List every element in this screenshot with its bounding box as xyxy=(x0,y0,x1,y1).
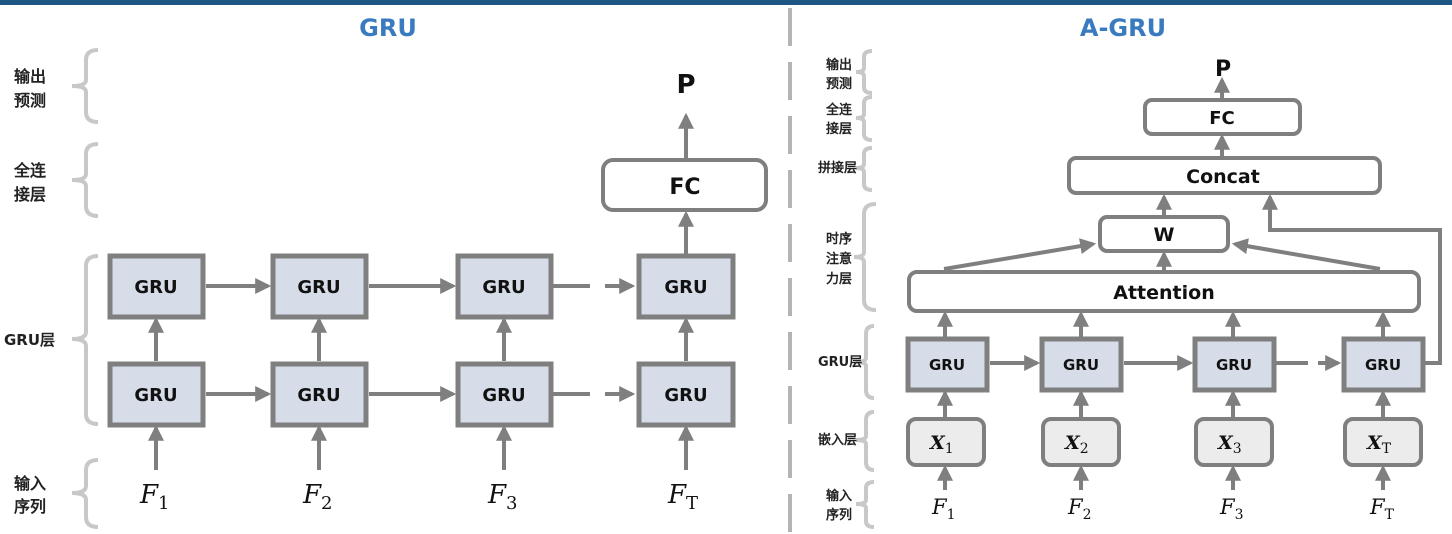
input-symbol: F2 xyxy=(302,480,333,514)
svg-text:X1: X1 xyxy=(929,432,954,457)
svg-text:GRU: GRU xyxy=(664,385,707,406)
layer-label-attention: 时序注意力层 xyxy=(826,231,852,287)
brace-gru xyxy=(855,324,875,400)
layer-label-output: 输出预测 xyxy=(826,57,852,92)
output-p: P xyxy=(676,70,695,100)
input-symbol: F3 xyxy=(487,480,518,514)
brace-input xyxy=(71,458,99,529)
layer-label-embed: 嵌入层 xyxy=(818,432,857,448)
input-symbol: F3 xyxy=(1219,495,1244,523)
layer-label-gru: GRU层 xyxy=(4,331,55,349)
svg-text:FC: FC xyxy=(669,175,700,200)
brace-concat xyxy=(855,146,873,192)
svg-text:FC: FC xyxy=(1209,108,1235,129)
embedding-cell: X2 xyxy=(1041,417,1121,467)
output-p: P xyxy=(1215,57,1231,82)
brace-output xyxy=(71,48,99,124)
layer-label-fc: 全连接层 xyxy=(825,102,853,137)
a-gru-panel: A-GRU 输出预测 全连接层 拼接层 时序注意力层 GRU层 嵌入层 输入序列 xyxy=(818,14,1442,529)
gru-cell: GRU xyxy=(905,336,990,393)
gru-cell: GRU xyxy=(270,361,369,428)
gru-panel-title: GRU xyxy=(359,14,417,42)
input-symbol: F1 xyxy=(931,495,956,523)
brace-fc xyxy=(71,142,99,218)
brace-fc xyxy=(855,95,873,142)
svg-text:GRU: GRU xyxy=(929,356,965,374)
attention-block: Attention xyxy=(907,270,1421,313)
gru-cell: GRU xyxy=(636,253,736,320)
top-bar xyxy=(0,0,1452,5)
brace-input xyxy=(855,480,875,529)
a-gru-panel-edges xyxy=(937,76,1442,490)
gru-cell: GRU xyxy=(455,253,554,320)
svg-text:GRU: GRU xyxy=(1063,356,1099,374)
brace-embed xyxy=(855,410,875,472)
svg-text:XT: XT xyxy=(1366,432,1392,457)
embedding-cell: X1 xyxy=(906,417,986,467)
gru-cell: GRU xyxy=(1192,336,1277,393)
layer-label-input: 输入序列 xyxy=(826,488,852,523)
svg-text:GRU: GRU xyxy=(482,385,525,406)
svg-text:GRU: GRU xyxy=(664,277,707,298)
layer-label-input: 输入序列 xyxy=(14,474,46,516)
svg-text:X3: X3 xyxy=(1217,432,1242,457)
embedding-cell: X3 xyxy=(1194,417,1274,467)
gru-cell: GRU xyxy=(1039,336,1124,393)
fc-block: FC xyxy=(601,158,768,212)
svg-text:Concat: Concat xyxy=(1186,166,1260,188)
concat-block: Concat xyxy=(1067,156,1382,195)
svg-text:Attention: Attention xyxy=(1113,282,1214,304)
input-symbol: F2 xyxy=(1067,495,1092,523)
gru-cell: GRU xyxy=(455,361,554,428)
gru-cell: GRU xyxy=(270,253,369,320)
svg-text:X2: X2 xyxy=(1064,432,1089,457)
a-gru-panel-title: A-GRU xyxy=(1080,14,1166,42)
svg-text:GRU: GRU xyxy=(297,277,340,298)
brace-attention xyxy=(853,202,877,312)
svg-text:GRU: GRU xyxy=(297,385,340,406)
gru-cell: GRU xyxy=(636,361,736,428)
layer-label-concat: 拼接层 xyxy=(818,160,857,176)
fc-block: FC xyxy=(1143,98,1302,136)
gru-panel: GRU 输出预测 全连接层 GRU层 输入序列 xyxy=(4,14,768,529)
gru-cell: GRU xyxy=(107,253,206,320)
svg-text:GRU: GRU xyxy=(1365,356,1401,374)
gru-panel-edges xyxy=(148,112,694,470)
brace-output xyxy=(855,49,873,95)
gru-cell: GRU xyxy=(107,361,206,428)
layer-label-output: 输出预测 xyxy=(14,67,46,110)
input-symbol: FT xyxy=(1369,495,1395,523)
w-block: W xyxy=(1098,215,1230,253)
svg-text:GRU: GRU xyxy=(134,277,177,298)
svg-text:GRU: GRU xyxy=(134,385,177,406)
embedding-cell: XT xyxy=(1343,417,1423,467)
input-symbol: F1 xyxy=(139,480,170,514)
layer-label-gru: GRU层 xyxy=(818,355,862,370)
svg-text:W: W xyxy=(1154,224,1175,246)
svg-text:GRU: GRU xyxy=(482,277,525,298)
input-symbol: FT xyxy=(667,480,698,514)
layer-label-fc: 全连接层 xyxy=(13,161,47,204)
brace-gru xyxy=(71,254,99,426)
gru-cell: GRU xyxy=(1341,336,1426,393)
svg-text:GRU: GRU xyxy=(1216,356,1252,374)
